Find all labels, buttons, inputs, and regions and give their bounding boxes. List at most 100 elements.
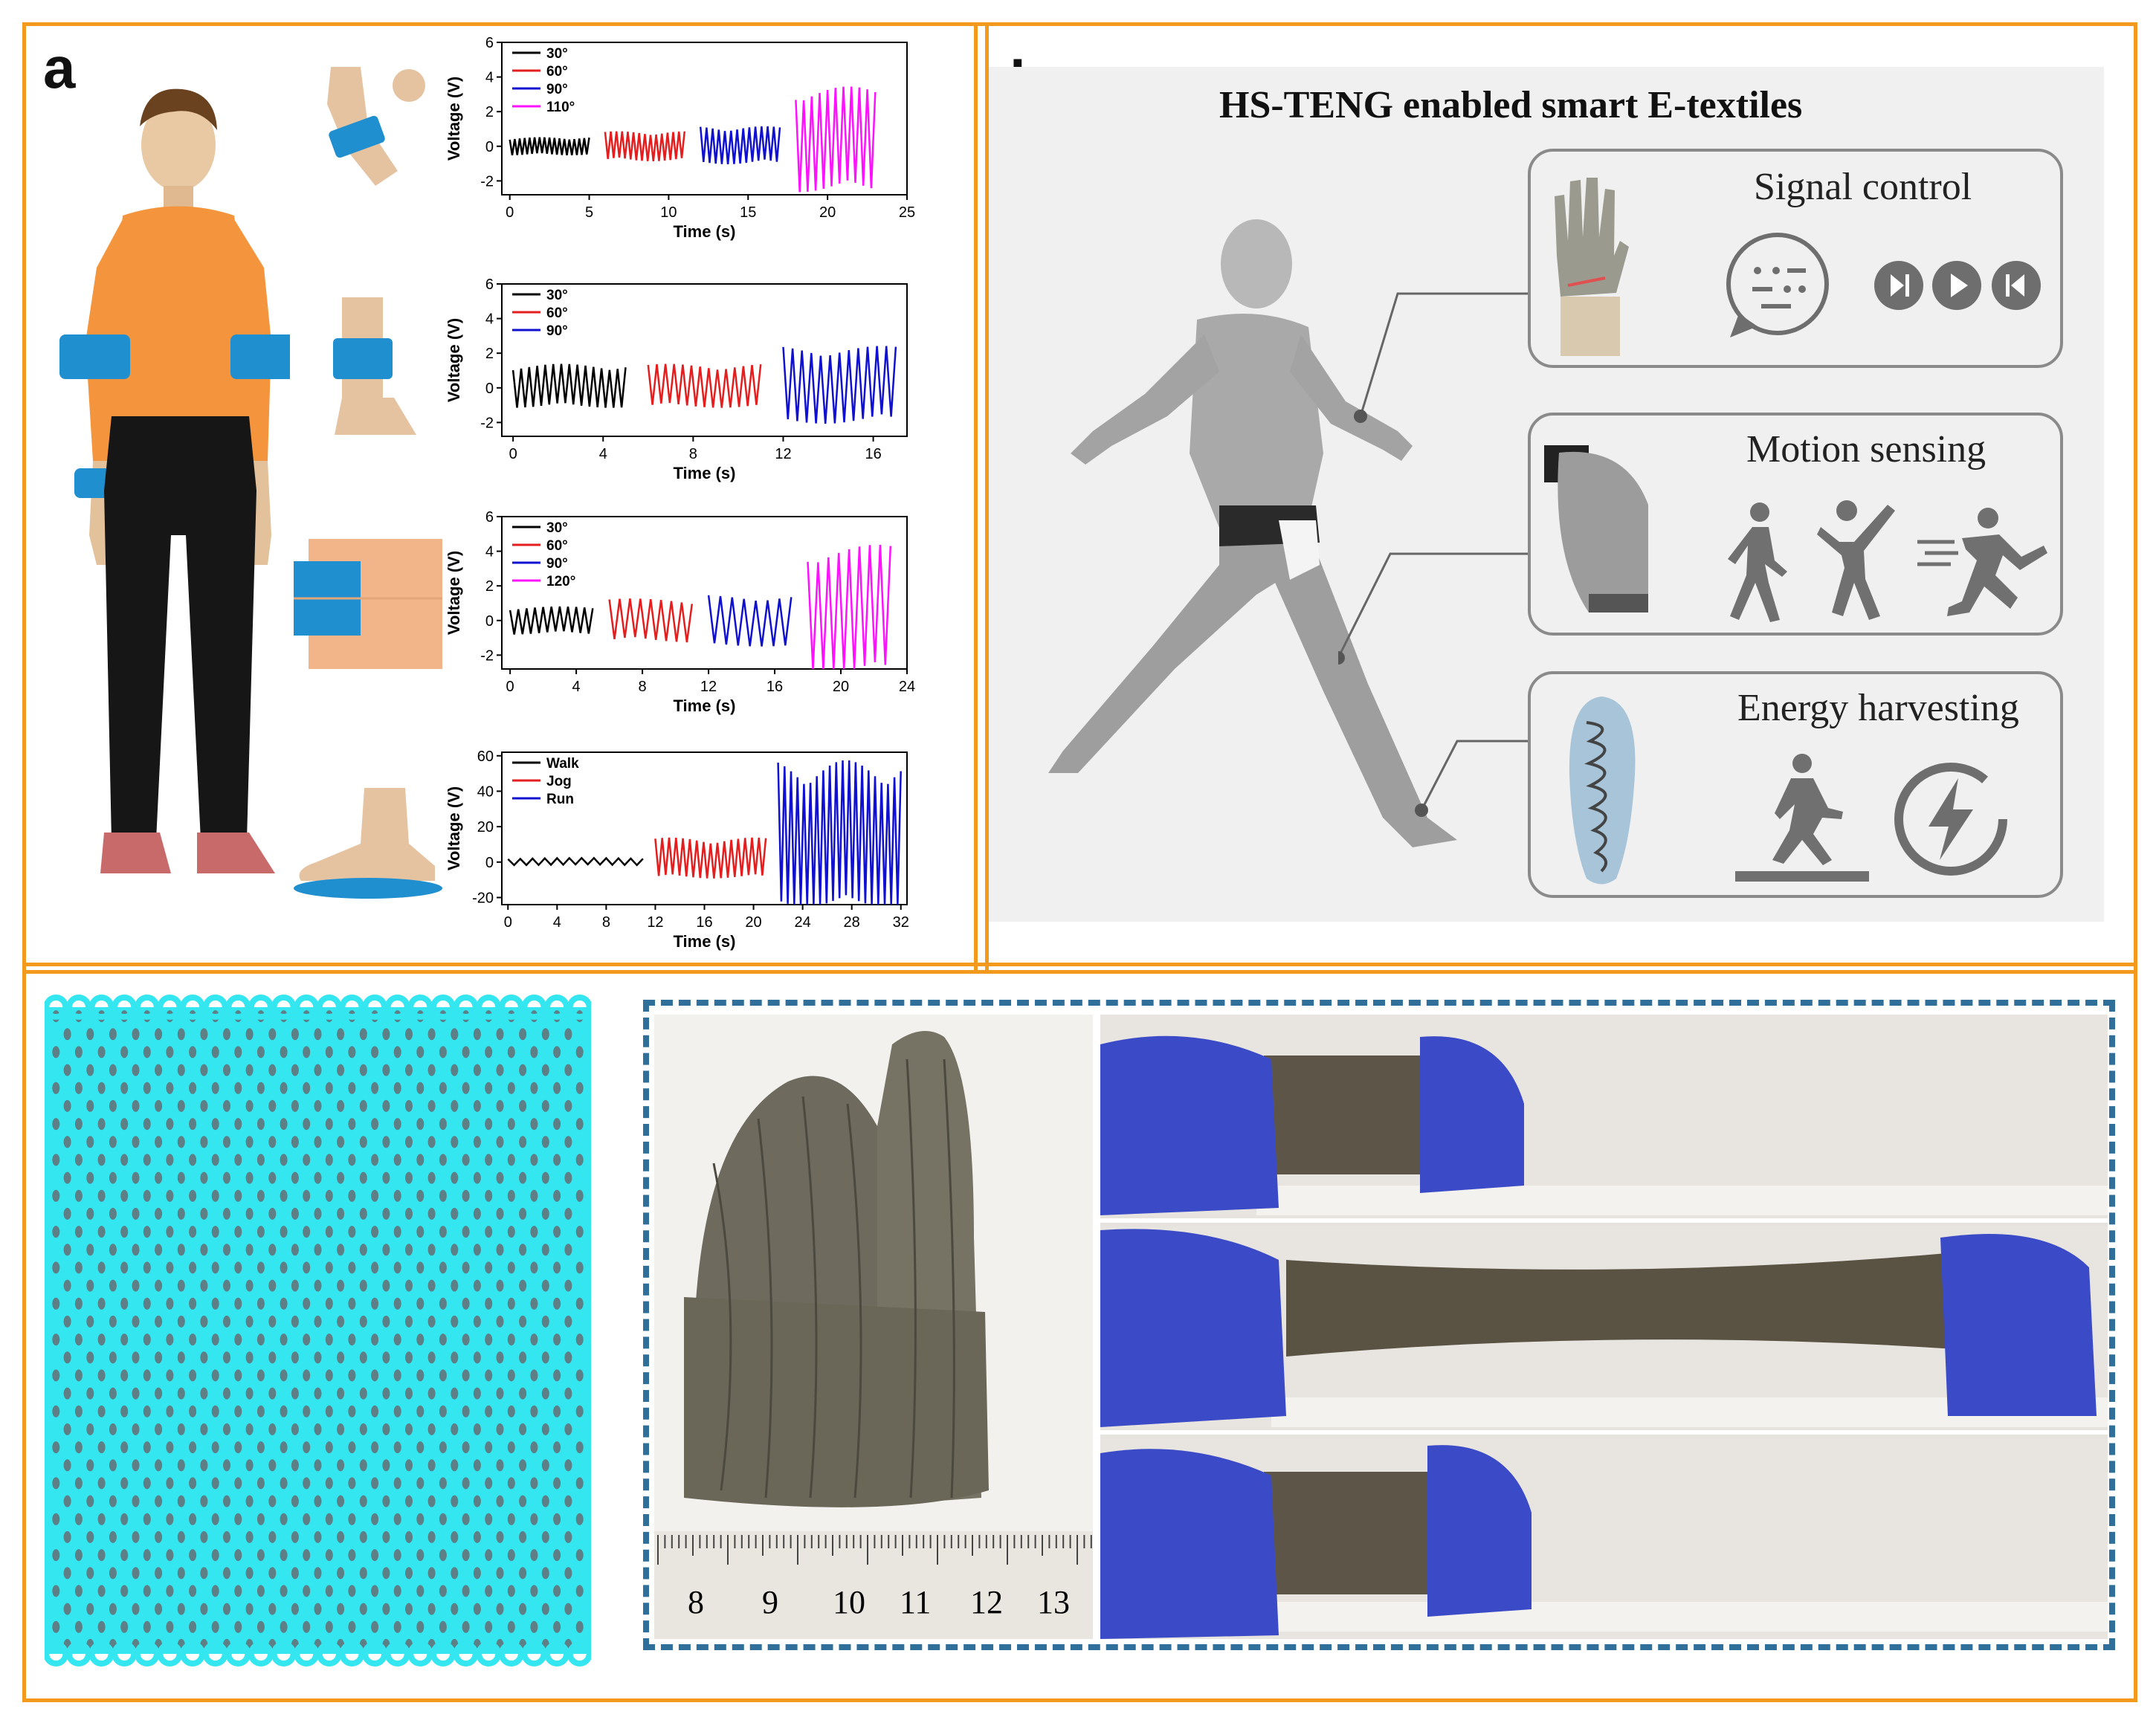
mesh-hole (166, 1046, 174, 1058)
mesh-hole (337, 1099, 345, 1112)
mesh-hole (234, 1585, 242, 1597)
mesh-hole (143, 1441, 151, 1454)
mesh-hole (109, 1459, 117, 1472)
mesh-top-loop (88, 995, 114, 1020)
mesh-hole (189, 1441, 197, 1454)
mesh-hole (348, 1189, 356, 1202)
mesh-hole (541, 1244, 549, 1256)
mesh-hole (155, 1136, 163, 1148)
mesh-hole (245, 1423, 254, 1435)
mesh-hole (268, 1351, 277, 1364)
mesh-hole (371, 1441, 379, 1454)
mesh-hole (371, 1046, 379, 1058)
mesh-hole (177, 1351, 185, 1364)
mesh-hole (359, 1136, 367, 1148)
mesh-hole (485, 1549, 493, 1562)
mesh-hole (416, 1334, 425, 1346)
mesh-hole (325, 1154, 333, 1166)
motion-sensing-label: Motion sensing (1746, 428, 1986, 471)
mesh-hole (256, 1441, 265, 1454)
series-line-1 (654, 837, 767, 879)
mesh-hole (393, 1297, 401, 1310)
mesh-hole (109, 1244, 117, 1256)
mesh-hole (530, 1441, 538, 1454)
mesh-hole (473, 1136, 481, 1148)
mesh-hole (109, 1567, 117, 1580)
mesh-hole (256, 1369, 265, 1382)
legend-label: 60° (546, 64, 568, 80)
mesh-hole (223, 1387, 230, 1400)
mesh-hole (405, 1279, 413, 1292)
series-line-2 (782, 346, 897, 424)
mesh-hole (166, 1620, 174, 1633)
mesh-hole (268, 1423, 277, 1435)
mesh-hole (177, 1459, 185, 1472)
mesh-hole (462, 1082, 470, 1094)
ruler-number-11: 11 (900, 1584, 931, 1620)
mesh-hole (439, 1477, 447, 1490)
mesh-hole (393, 1226, 401, 1238)
mesh-hole (473, 1171, 481, 1184)
mesh-hole (359, 1423, 367, 1435)
mesh-hole (507, 1549, 515, 1562)
x-tick-label: 12 (647, 914, 663, 931)
mesh-hole (74, 1046, 83, 1058)
knitted-fabric-photo: 8 9 10 11 12 13 (654, 1015, 1093, 1639)
mesh-hole (245, 1244, 254, 1256)
mesh-hole (120, 1118, 129, 1131)
mesh-hole (280, 1226, 288, 1238)
mesh-hole (416, 1477, 425, 1490)
mesh-hole (189, 1477, 197, 1490)
panel-b-title: HS-TENG enabled smart E-textiles (1219, 84, 1803, 126)
mesh-hole (382, 1603, 390, 1615)
mesh-hole (200, 1459, 208, 1472)
chart-plot-area (501, 42, 908, 195)
mesh-hole (189, 1154, 197, 1166)
mesh-hole (268, 1315, 277, 1328)
mesh-hole (256, 1154, 265, 1166)
mesh-hole (575, 1154, 584, 1166)
photo-divider (1093, 1015, 1100, 1639)
mesh-hole (97, 1082, 106, 1094)
mesh-hole (575, 1297, 584, 1310)
mesh-hole (52, 1226, 60, 1238)
mesh-hole (63, 1028, 71, 1041)
mesh-hole (109, 1064, 117, 1076)
mesh-hole (382, 1530, 390, 1543)
mesh-hole (473, 1315, 481, 1328)
x-tick-label: 0 (504, 914, 512, 931)
mesh-hole (451, 1099, 459, 1112)
mesh-hole (462, 1189, 470, 1202)
mesh-hole (382, 1567, 390, 1580)
mesh-hole (507, 1334, 515, 1346)
mesh-hole (97, 1226, 106, 1238)
mesh-hole (564, 1136, 572, 1148)
mesh-bottom-loop (180, 1641, 206, 1667)
mesh-hole (63, 1351, 71, 1364)
mesh-hole (143, 1261, 151, 1274)
mesh-hole (52, 1513, 60, 1525)
y-tick-label: 0 (485, 139, 494, 155)
mesh-hole (530, 1297, 538, 1310)
mesh-hole (291, 1495, 299, 1507)
mesh-top-loop (476, 995, 502, 1020)
mesh-hole (564, 1495, 572, 1507)
mesh-hole (473, 1459, 481, 1472)
mesh-bottom-loop (476, 1641, 502, 1667)
mesh-hole (575, 1189, 584, 1202)
mesh-hole (109, 1530, 117, 1543)
mesh-hole (177, 1495, 185, 1507)
mesh-hole (303, 1513, 311, 1525)
series-line-3 (807, 545, 892, 670)
mesh-hole (359, 1279, 367, 1292)
mesh-hole (427, 1099, 436, 1112)
mesh-hole (189, 1334, 197, 1346)
mesh-hole (325, 1513, 333, 1525)
mesh-hole (553, 1226, 561, 1238)
mesh-hole (541, 1567, 549, 1580)
mesh-hole (451, 1387, 459, 1400)
mesh-hole (268, 1136, 277, 1148)
mesh-hole (291, 1136, 299, 1148)
mesh-hole (507, 1261, 515, 1274)
